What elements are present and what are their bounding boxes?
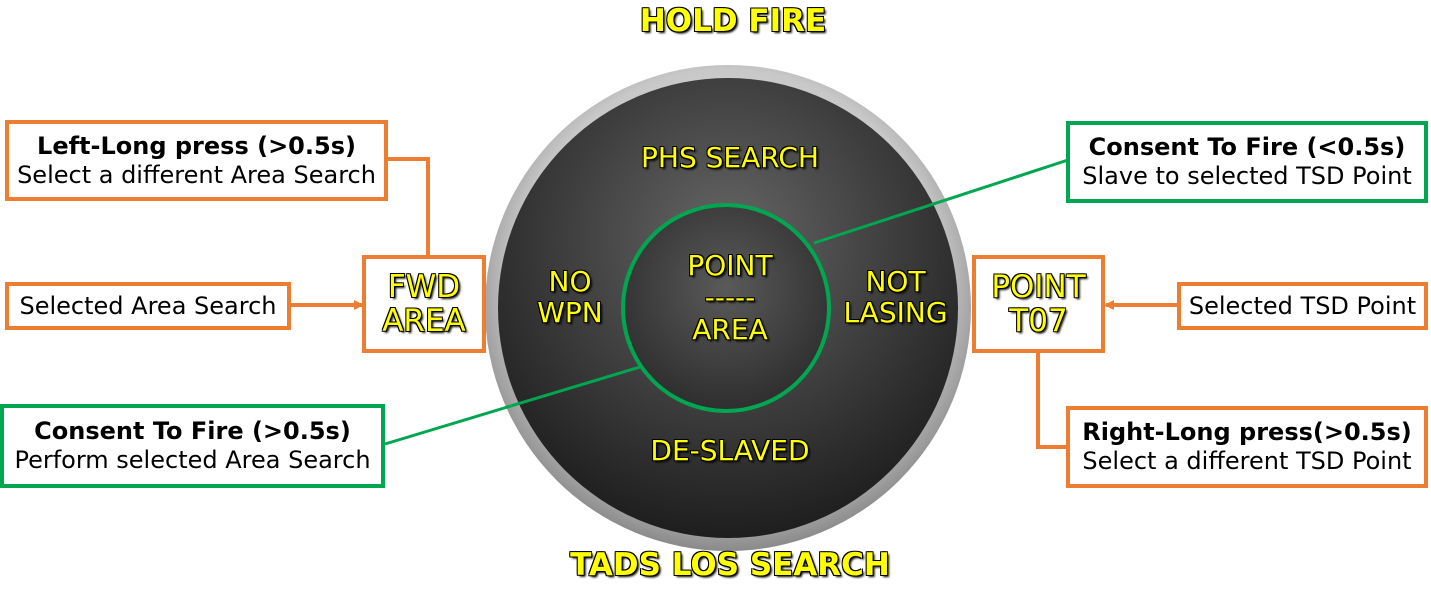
no-wpn-label: NO WPN xyxy=(515,266,625,329)
fwd-area-line-1: FWD xyxy=(387,268,461,305)
not-lasing-line-1: NOT xyxy=(865,265,926,298)
center-line-point: POINT xyxy=(687,249,773,282)
consent-long-callout: Consent To Fire (>0.5s) Perform selected… xyxy=(0,404,385,488)
connector-left-long xyxy=(387,157,430,258)
selected-tsd-point-text: Selected TSD Point xyxy=(1188,291,1417,320)
selected-area-search-callout: Selected Area Search xyxy=(5,282,291,330)
no-wpn-line-1: NO xyxy=(548,265,592,298)
fwd-area-box[interactable]: FWD AREA xyxy=(362,255,486,353)
left-long-press-sub: Select a different Area Search xyxy=(17,160,376,189)
point-t07-line-2: T07 xyxy=(1009,303,1068,339)
right-long-press-sub: Select a different TSD Point xyxy=(1082,447,1412,475)
connector-consent-short xyxy=(813,158,1069,245)
phs-search-label: PHS SEARCH xyxy=(641,141,819,174)
left-long-press-callout: Left-Long press (>0.5s) Select a differe… xyxy=(5,120,388,201)
connector-right-long xyxy=(1036,352,1067,449)
point-t07-line-1: POINT xyxy=(991,268,1086,305)
de-slaved-label: DE-SLAVED xyxy=(650,434,810,467)
fwd-area-line-2: AREA xyxy=(382,303,466,339)
center-label: POINT ----- AREA xyxy=(655,249,805,347)
consent-short-callout: Consent To Fire (<0.5s) Slave to selecte… xyxy=(1066,121,1428,203)
connector-consent-long xyxy=(384,365,641,446)
selected-tsd-point-callout: Selected TSD Point xyxy=(1177,282,1428,330)
left-long-press-title: Left-Long press (>0.5s) xyxy=(37,131,356,160)
consent-short-title: Consent To Fire (<0.5s) xyxy=(1088,133,1406,162)
center-line-area: AREA xyxy=(692,313,768,347)
consent-long-sub: Perform selected Area Search xyxy=(14,446,371,474)
right-long-press-title: Right-Long press(>0.5s) xyxy=(1082,418,1412,447)
no-wpn-line-2: WPN xyxy=(537,296,603,330)
center-button[interactable] xyxy=(621,203,831,413)
right-long-press-callout: Right-Long press(>0.5s) Select a differe… xyxy=(1066,406,1428,488)
consent-long-title: Consent To Fire (>0.5s) xyxy=(34,417,351,446)
selected-area-search-text: Selected Area Search xyxy=(19,291,277,320)
consent-short-sub: Slave to selected TSD Point xyxy=(1082,162,1412,190)
point-t07-box[interactable]: POINT T07 xyxy=(972,255,1105,353)
hold-fire-label: HOLD FIRE xyxy=(639,3,827,39)
tads-los-search-label: TADS LOS SEARCH xyxy=(570,547,890,583)
not-lasing-line-2: LASING xyxy=(843,296,948,330)
not-lasing-label: NOT LASING xyxy=(828,266,963,329)
center-line-dashes: ----- xyxy=(704,281,756,315)
